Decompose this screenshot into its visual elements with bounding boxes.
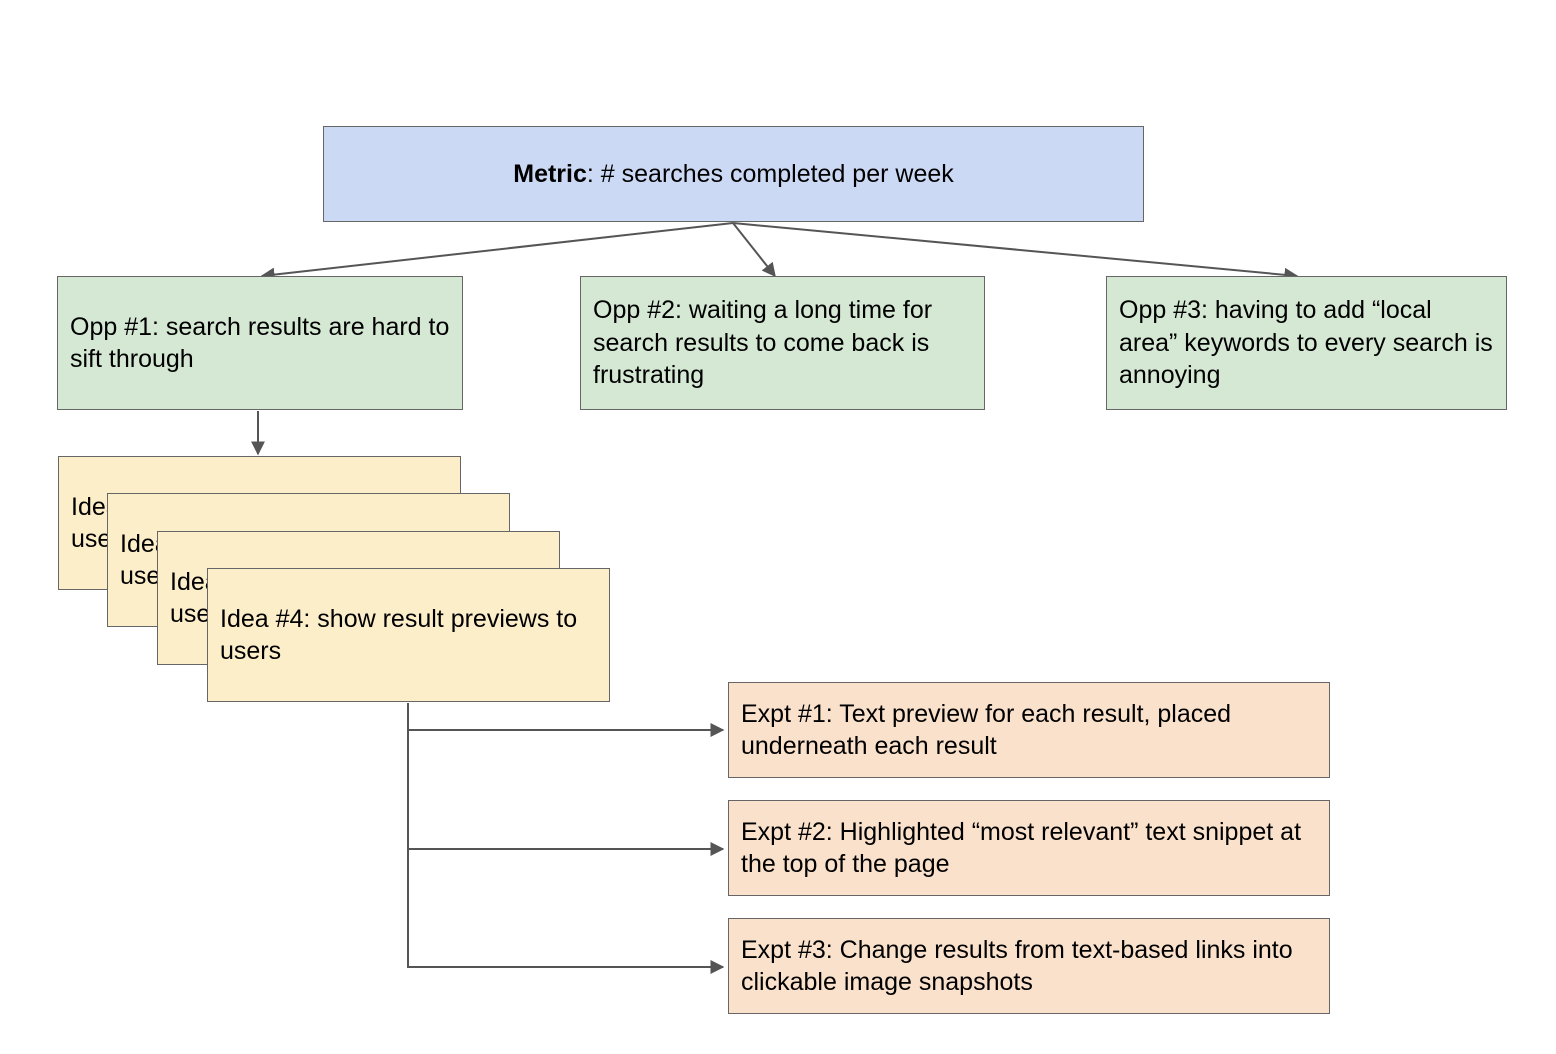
experiment-node-1[interactable]: Expt #1: Text preview for each result, p… [728,682,1330,778]
edge-idea4-to-expt2 [407,703,725,856]
metric-node[interactable]: Metric: # searches completed per week [323,126,1144,222]
metric-label: Metric: # searches completed per week [324,158,1143,191]
edge-metric-to-opp1 [260,222,734,282]
edge-idea4-to-expt3 [407,703,725,974]
idea-label-4: Idea #4: show result previews to users [220,604,578,666]
edge-metric-to-opp2 [732,222,776,278]
experiment-node-2[interactable]: Expt #2: Highlighted “most relevant” tex… [728,800,1330,896]
metric-label-rest: : # searches completed per week [586,159,954,188]
opportunity-node-2[interactable]: Opp #2: waiting a long time for search r… [580,276,985,410]
opportunity-label-2: Opp #2: waiting a long time for search r… [593,296,933,390]
experiment-label-3: Expt #3: Change results from text-based … [741,935,1293,997]
edge-idea4-to-expt1 [407,703,725,737]
opportunity-label-1: Opp #1: search results are hard to sift … [70,312,450,374]
experiment-label-1: Expt #1: Text preview for each result, p… [741,699,1232,761]
opportunity-node-3[interactable]: Opp #3: having to add “local area” keywo… [1106,276,1507,410]
opportunity-node-1[interactable]: Opp #1: search results are hard to sift … [57,276,463,410]
experiment-node-3[interactable]: Expt #3: Change results from text-based … [728,918,1330,1014]
edge-metric-to-opp3 [732,222,1299,282]
opportunity-label-3: Opp #3: having to add “local area” keywo… [1119,296,1493,390]
idea-node-4[interactable]: Idea #4: show result previews to users [207,568,610,702]
experiment-label-2: Expt #2: Highlighted “most relevant” tex… [741,817,1302,879]
metric-label-bold: Metric [513,159,587,188]
